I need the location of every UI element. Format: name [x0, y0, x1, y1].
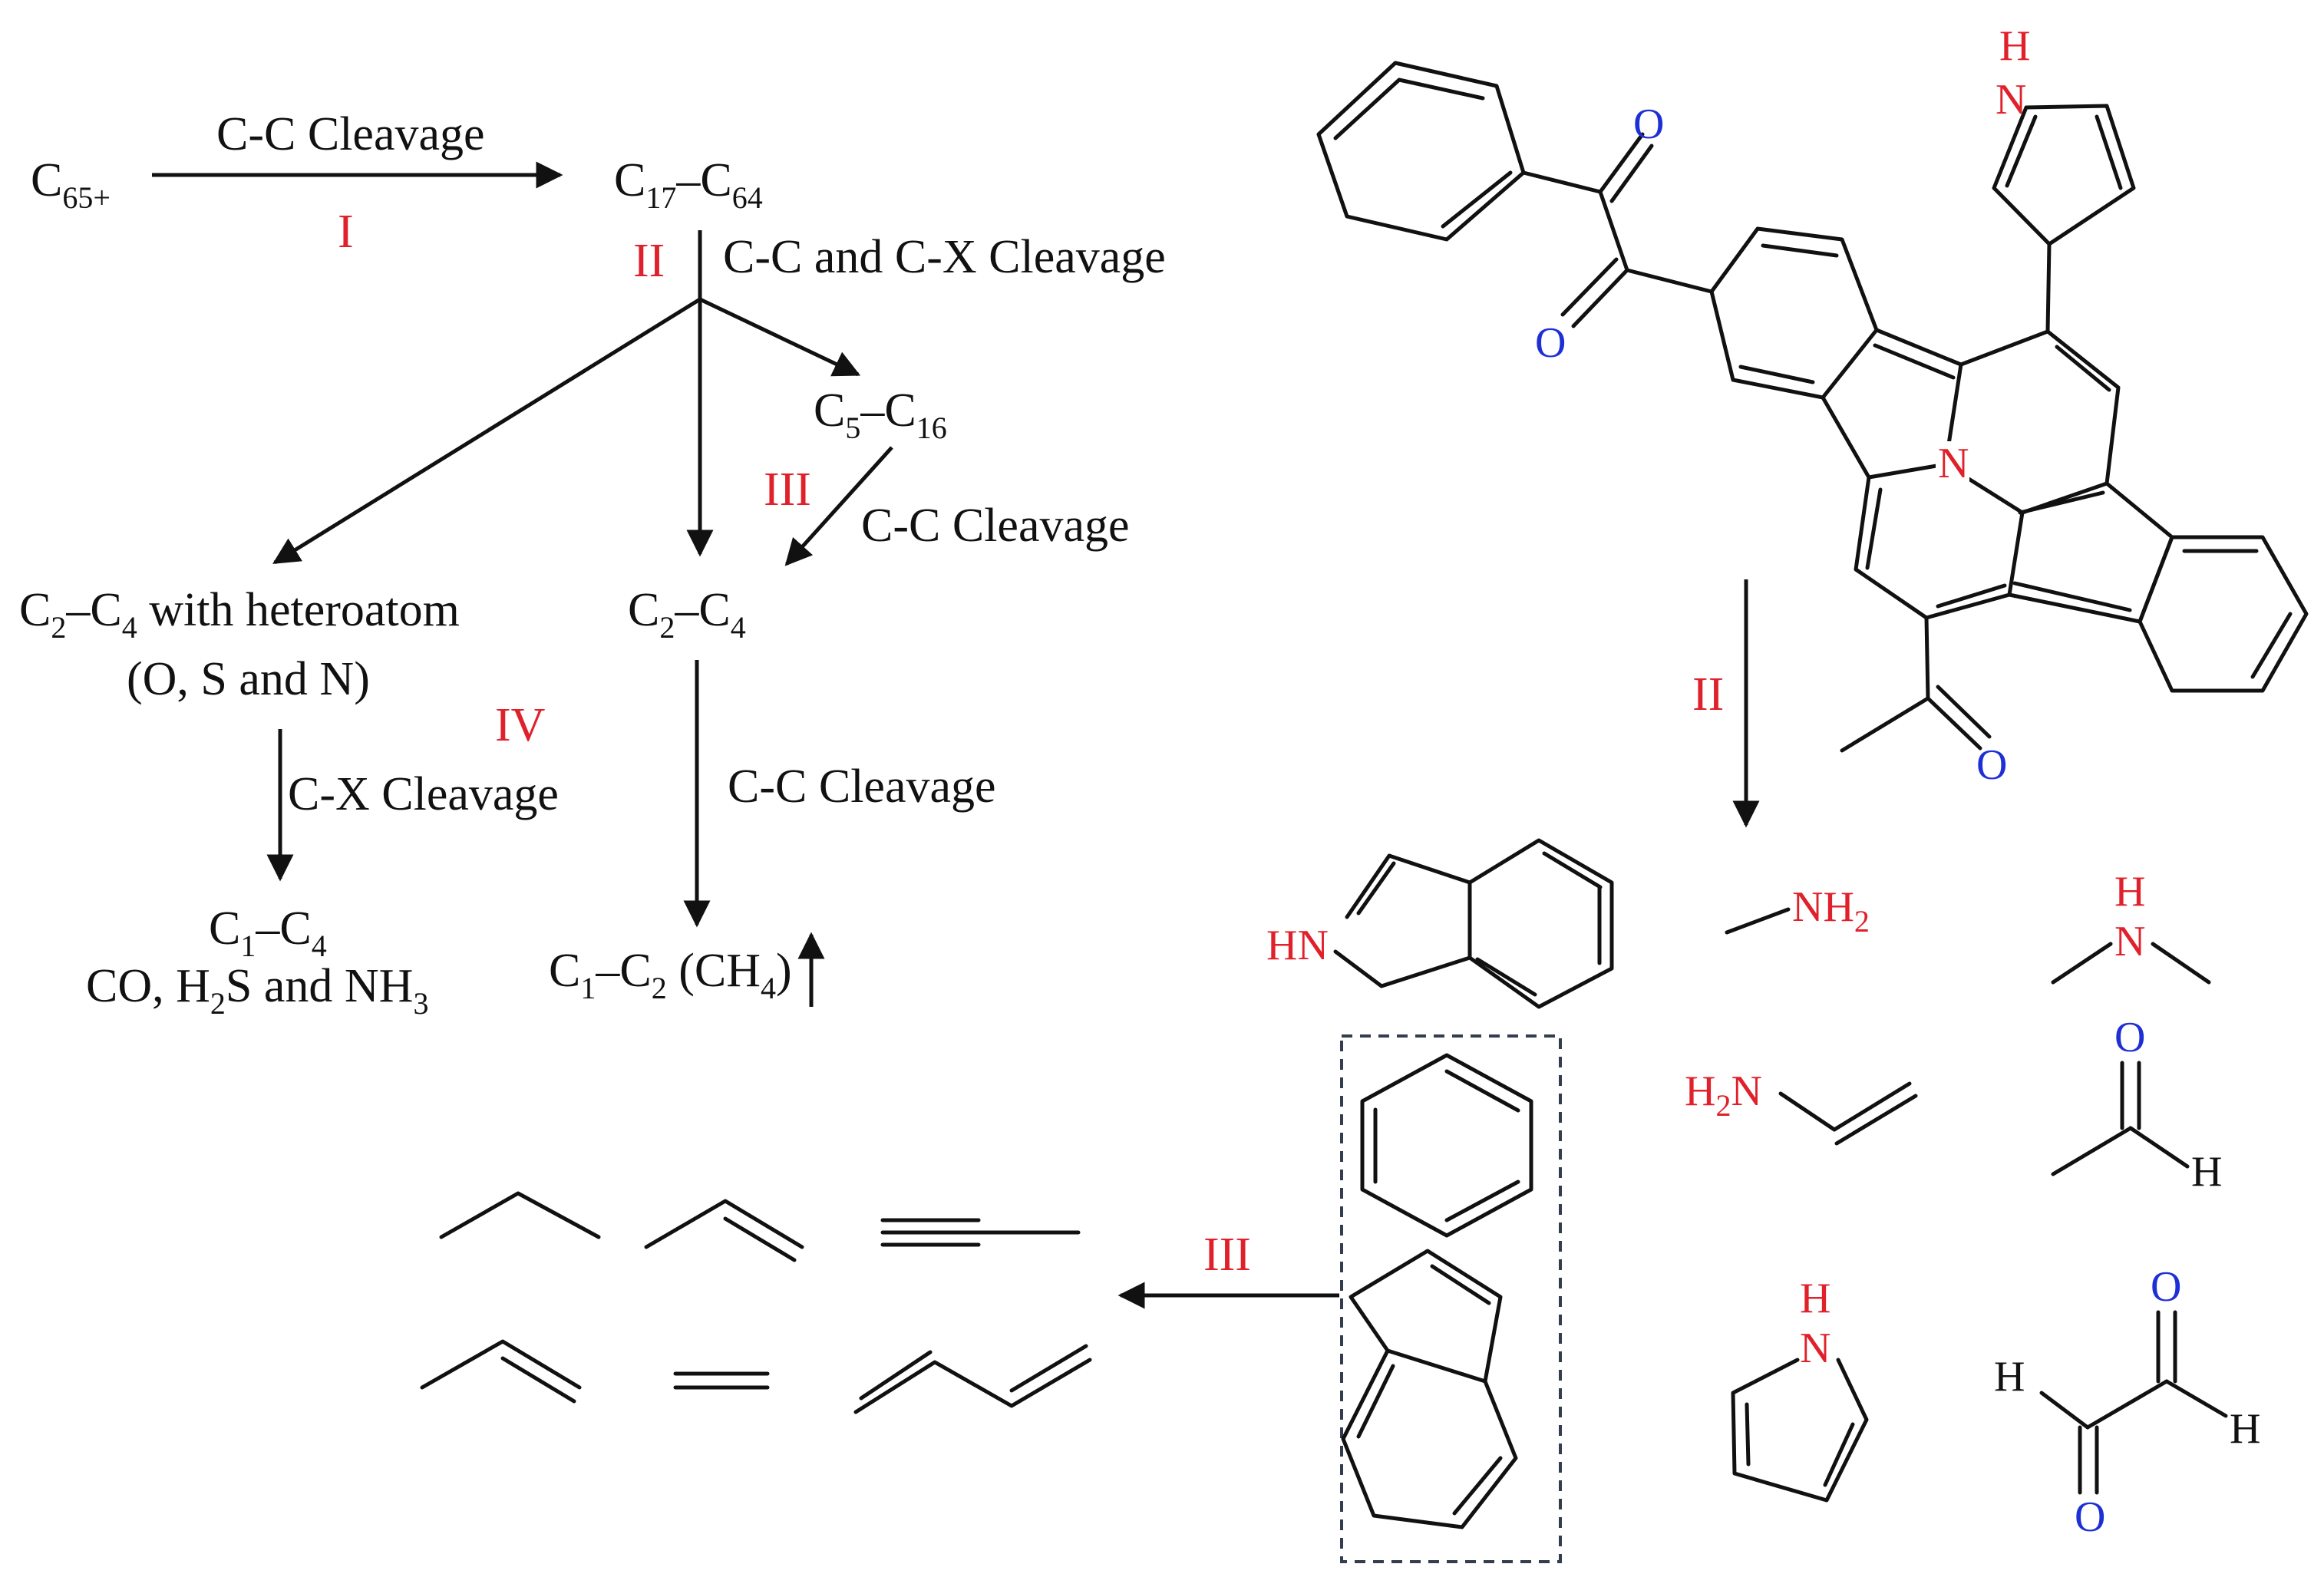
butadiene-skeleton [853, 1358, 1092, 1414]
stage-i: I [338, 206, 354, 258]
gas-products: CO, H2S and NH3 [86, 960, 428, 1021]
arrow-to-c5-c16 [698, 297, 861, 377]
propane-skeleton [439, 1191, 601, 1239]
benzene-molecule [1360, 1053, 1533, 1238]
atom-oxygen-3: O [1976, 741, 2007, 789]
atom-oxygen-1: O [1633, 101, 1664, 148]
atom-h-pyrrole: H [1999, 22, 2030, 70]
species-c1-c4: C1–C4 [209, 902, 327, 963]
stage-ii-right: II [1692, 668, 1724, 721]
species-c5-c16: C5–C16 [814, 384, 947, 445]
atom-oxygen-2: O [1535, 319, 1566, 367]
atom-o-acetaldehyde: O [2114, 1014, 2145, 1061]
cracking-scheme: C65+ C17–C64 C5–C16 C2–C4 with heteroato… [19, 108, 1166, 1021]
species-c2-c4: C2–C4 [628, 584, 746, 645]
indene-molecule [1341, 1249, 1518, 1529]
glyoxal-molecule: O H H O [1994, 1263, 2260, 1541]
atom-hn-isoindole: HN [1266, 922, 1329, 969]
label-cx-cleavage-low: C-X Cleavage [288, 768, 559, 820]
propene-skeleton-2 [420, 1339, 582, 1390]
atom-n-dimethylamine: N [2114, 918, 2145, 965]
atom-h-acetaldehyde: H [2191, 1148, 2222, 1196]
atom-nh2-methylamine: NH2 [1792, 883, 1870, 939]
left-core-ring [1709, 226, 1879, 400]
product-fragments: HN NH2 H N H2N O H [1266, 838, 2260, 1541]
heteroatom-list: (O, S and N) [127, 653, 370, 705]
asphaltene-model-molecule: O O H N O [1316, 22, 2309, 789]
arrow-to-hetero [272, 297, 701, 565]
vinylamine-molecule: H2N [1685, 1067, 1918, 1146]
phenyl-ring [1316, 61, 1526, 242]
label-cc-cleavage-top: C-C Cleavage [216, 108, 485, 160]
isoindole-molecule: HN [1266, 838, 1614, 1009]
species-c2-c4-heteroatom: C2–C4 with heteroatom [19, 584, 460, 645]
atom-h-pyrrole-product: H [1800, 1275, 1830, 1322]
stage-iii-bottom: III [1203, 1229, 1251, 1281]
label-cc-cleavage-mid: C-C Cleavage [861, 500, 1130, 552]
atom-n-pyrrole: N [1996, 76, 2026, 124]
label-cc-cleavage-low: C-C Cleavage [728, 761, 996, 813]
atom-o-glyoxal-bottom: O [2075, 1493, 2105, 1541]
stage-ii: II [633, 235, 665, 287]
methylamine-molecule: NH2 [1725, 883, 1870, 939]
propene-skeleton [644, 1199, 804, 1249]
atom-h-dimethylamine: H [2114, 868, 2145, 916]
dimethylamine-molecule: H N [2051, 868, 2211, 985]
species-c1-c2-methane: C1–C2 (CH4) [549, 945, 792, 1005]
arrow-c5-to-c2-c4 [784, 446, 893, 566]
acetaldehyde-molecule: O H [2051, 1014, 2222, 1196]
atom-o-glyoxal-top: O [2151, 1263, 2181, 1311]
atom-h-glyoxal-left: H [1994, 1353, 2025, 1401]
fused-benzene-ring [2137, 535, 2309, 693]
atom-central-n: N [1938, 440, 1969, 487]
atom-h2n-vinylamine: H2N [1685, 1067, 1762, 1123]
stage-iii: III [764, 464, 811, 516]
light-hydrocarbons [420, 1191, 1092, 1414]
species-c17-c64: C17–C64 [614, 154, 763, 215]
pyrrole-substituent-ring [1992, 104, 2136, 246]
species-c65: C65+ [31, 154, 111, 215]
atom-n-pyrrole-product: N [1800, 1325, 1830, 1372]
pyrrole-molecule: H N [1731, 1275, 1869, 1503]
label-cc-cx-cleavage: C-C and C-X Cleavage [723, 231, 1166, 283]
stage-iv: IV [495, 699, 546, 751]
aromatic-selection-box [1340, 1034, 1562, 1563]
atom-h-glyoxal-right: H [2230, 1405, 2260, 1453]
